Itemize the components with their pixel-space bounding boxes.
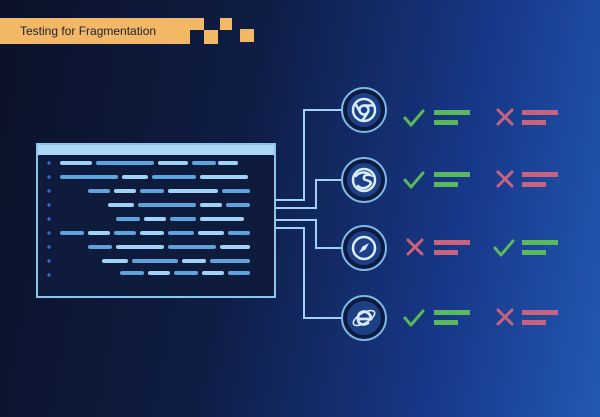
page-title: Testing for Fragmentation [20,24,157,38]
check-icon [403,309,425,327]
row-firefox-results [403,170,558,189]
fail-bar [522,120,546,125]
pass-bar [434,172,470,177]
check-icon [403,171,425,189]
pass-bar [434,310,470,315]
check-icon [403,109,425,127]
firefox-icon [341,157,387,203]
row-safari-results [406,238,558,257]
safari-icon [341,225,387,271]
fail-bar [522,172,558,177]
pass-bar [522,240,558,245]
connector-lines [276,109,342,319]
fail-bar [522,182,546,187]
pass-bar [522,250,546,255]
pixel-decoration [204,30,218,44]
row-ie-results [403,308,558,327]
check-icon [493,239,515,257]
pass-bar [434,182,458,187]
cross-icon [406,238,424,256]
pixel-decoration [240,29,254,42]
fail-bar [522,310,558,315]
cross-icon [496,170,514,188]
fail-bar [522,110,558,115]
pixel-decoration [220,18,232,30]
cross-icon [496,308,514,326]
fail-bar [434,240,470,245]
window-titlebar [38,145,274,155]
pass-bar [434,320,458,325]
pixel-decoration [190,18,204,30]
pass-bar [434,120,458,125]
pass-bar [434,110,470,115]
cross-icon [496,108,514,126]
chrome-icon [341,87,387,133]
title-banner: Testing for Fragmentation [0,18,190,44]
ie-icon [341,295,387,341]
code-lines [47,161,250,277]
fail-bar [434,250,458,255]
row-chrome-results [403,108,558,127]
fail-bar [522,320,546,325]
